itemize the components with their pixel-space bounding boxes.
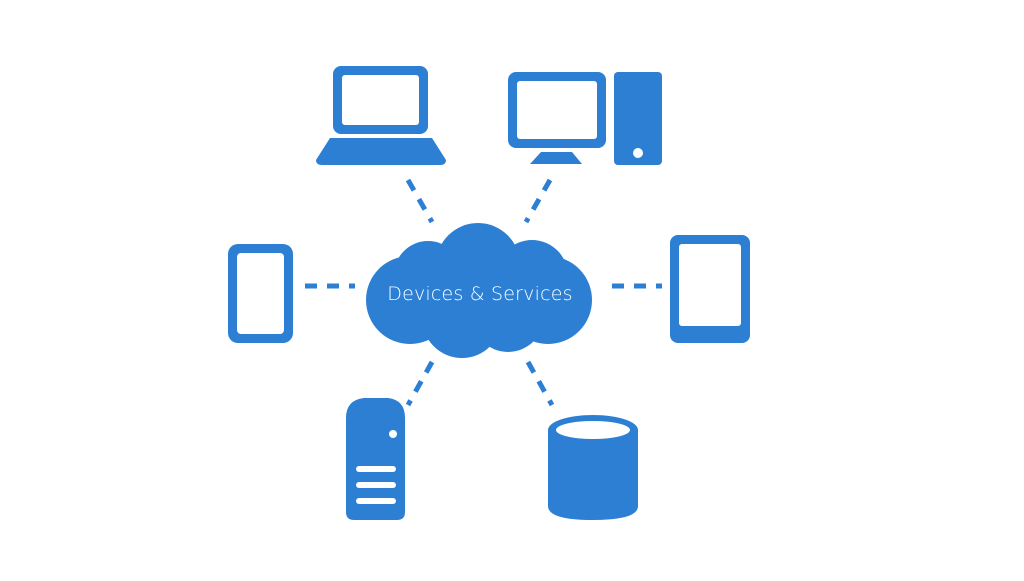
- connector-desktop: [523, 178, 553, 224]
- cloud-icon: [366, 223, 592, 358]
- desktop-computer-icon: [508, 72, 662, 165]
- server-icon: [346, 398, 405, 520]
- connector-laptop: [405, 178, 435, 224]
- phone-icon: [228, 244, 293, 343]
- connector-database: [525, 360, 555, 407]
- connector-server: [405, 360, 435, 407]
- cloud-hub-label: Devices & Services: [387, 283, 573, 305]
- laptop-icon: [316, 66, 446, 165]
- database-icon: [548, 415, 638, 520]
- tablet-icon: [670, 235, 750, 343]
